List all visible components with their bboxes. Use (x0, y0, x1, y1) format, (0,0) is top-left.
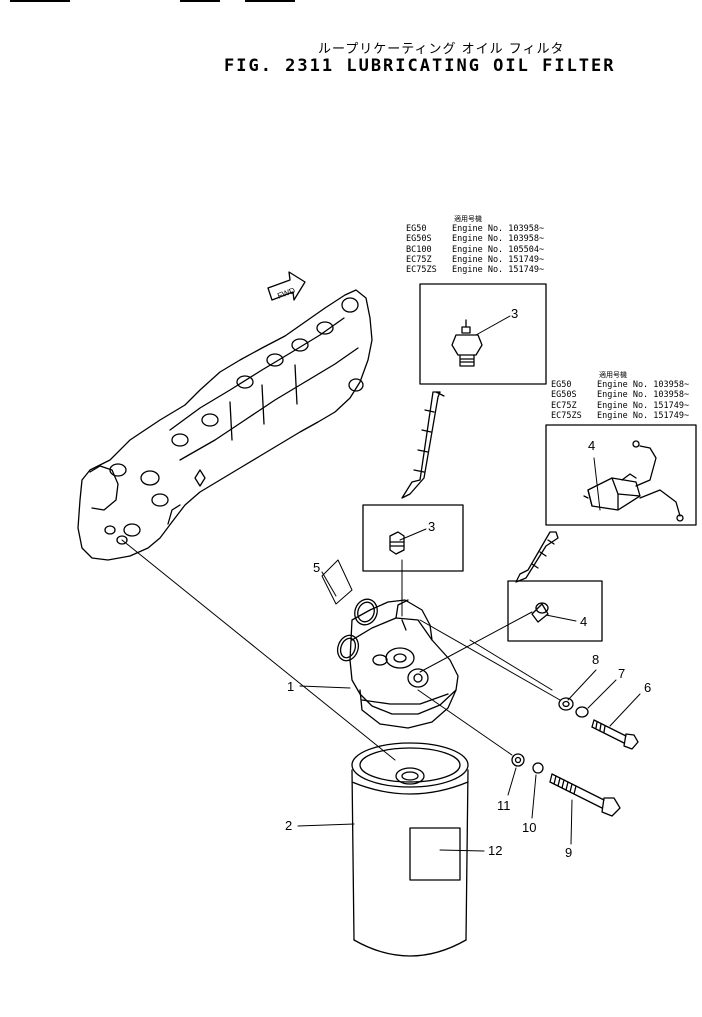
manifold-casting (77, 289, 373, 561)
o-ring-upper-inner (357, 601, 375, 623)
applicability-heading: 適用号機 (599, 371, 627, 379)
plug-fitting-icon (389, 531, 405, 555)
spring-washer-10-icon (532, 762, 544, 774)
double-arrow-lower (515, 531, 559, 583)
callout-4-adapter: 4 (580, 614, 588, 629)
callout-11: 11 (497, 798, 511, 813)
o-ring-lower-icon (336, 634, 360, 662)
inset-box-adapter (507, 580, 603, 642)
callout-6: 6 (644, 680, 652, 695)
callout-9: 9 (565, 845, 573, 860)
callout-3-fitting: 3 (428, 519, 436, 534)
o-ring-upper-icon (354, 598, 378, 626)
washer-8-icon (558, 697, 574, 711)
adapter-fitting-icon (531, 602, 549, 623)
inset-box-right (545, 424, 697, 526)
oil-filter-cartridge (351, 742, 469, 957)
callout-4-sender: 4 (588, 438, 596, 453)
top-rule-left (10, 0, 70, 2)
callout-8: 8 (592, 652, 600, 667)
assembly-lines (121, 539, 561, 761)
top-rule-mid (180, 0, 220, 2)
double-arrow-upper (401, 391, 445, 499)
applicability-heading: 適用号機 (454, 215, 482, 223)
callout-7: 7 (618, 666, 626, 681)
callout-1: 1 (287, 679, 295, 694)
callout-12: 12 (488, 843, 503, 858)
leader-lines (297, 315, 641, 852)
spring-washer-7-icon (575, 706, 589, 718)
bolt-9-icon (549, 773, 621, 817)
oil-pressure-switch-icon (451, 319, 483, 367)
callout-3-upper: 3 (511, 306, 519, 321)
callout-2: 2 (285, 818, 293, 833)
figure-title: FIG. 2311 LUBRICATING OIL FILTER (224, 56, 616, 76)
fwd-arrow-icon: FWD (267, 271, 306, 301)
inset-box-fitting (362, 504, 464, 572)
callout-10: 10 (522, 820, 537, 835)
top-rule-right (245, 0, 295, 2)
filter-head (349, 599, 459, 729)
figure-title-japanese: ループリケーティング オイル フィルタ (318, 42, 565, 57)
inset-box-upper (419, 283, 547, 385)
o-ring-lower-inner (339, 637, 357, 659)
washer-11-icon (511, 753, 525, 767)
callout-5: 5 (313, 560, 321, 575)
oil-pressure-sender-icon (583, 440, 684, 522)
bolt-6-icon (591, 719, 639, 750)
